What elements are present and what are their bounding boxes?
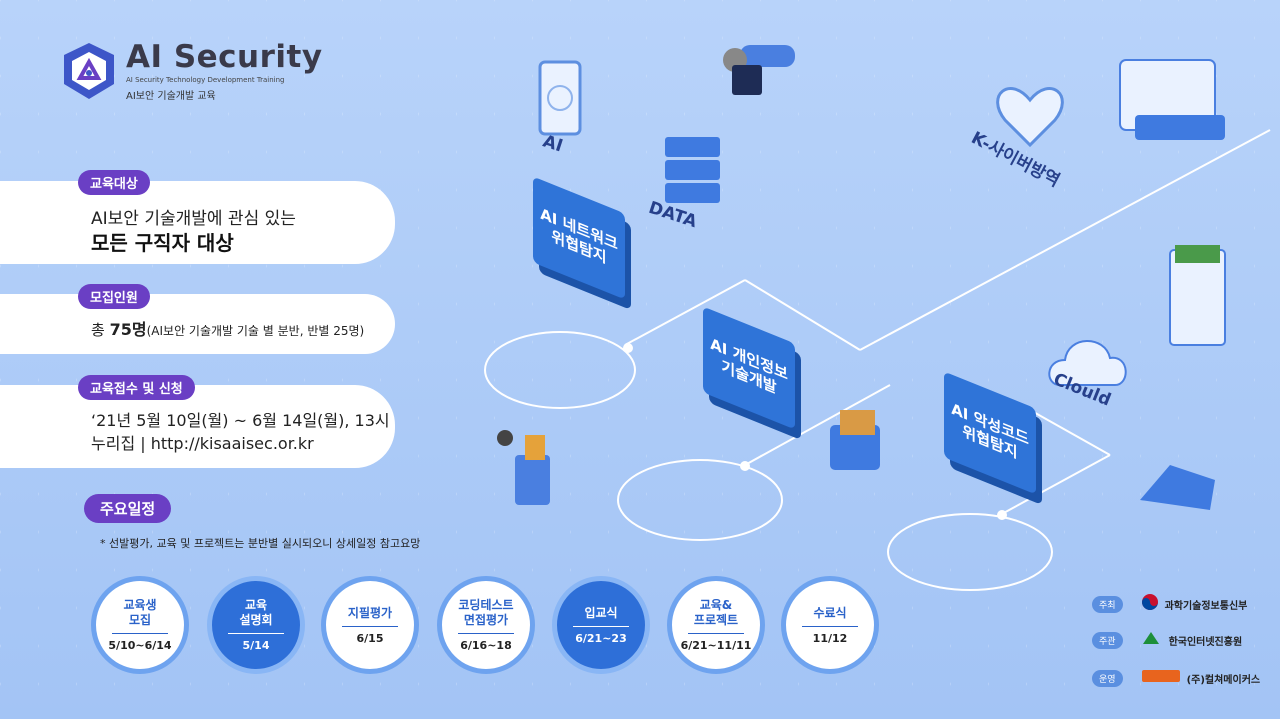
taeguk-logo-icon <box>1141 593 1159 615</box>
apply-line1: ‘21년 5월 10일(월) ~ 6월 14일(월), 13시 <box>91 411 390 430</box>
schedule-item: 수료식 11/12 <box>781 576 879 674</box>
schedule-note: * 선발평가, 교육 및 프로젝트는 분반별 실시되오니 상세일정 참고요망 <box>100 537 421 550</box>
delivery-robot-icon <box>830 410 880 470</box>
brain-card-icon <box>538 60 582 136</box>
recruit-box: 총 75명(AI보안 기술개발 기술 별 분반, 반별 25명) <box>0 294 395 354</box>
logo-korean: AI보안 기술개발 교육 <box>126 91 216 102</box>
card-malware-label: AI 악성코드 위협탐지 <box>951 399 1029 463</box>
card-privacy-label: AI 개인정보 기술개발 <box>710 334 788 398</box>
logo: AI Security AI Security Technology Devel… <box>58 40 323 102</box>
recruit-pill: 모집인원 <box>78 284 150 309</box>
cm-logo-icon <box>1141 668 1181 688</box>
sponsor-host-name: 과학기술정보통신부 <box>1164 600 1248 612</box>
schedule-item: 교육 설명회 5/14 <box>207 576 305 674</box>
schedule-item-date: 6/16~18 <box>460 639 512 652</box>
target-line2: 모든 구직자 대상 <box>91 231 234 255</box>
schedule-item-date: 11/12 <box>812 631 848 645</box>
schedule-item-date: 5/10~6/14 <box>108 639 172 652</box>
schedule-item: 교육생 모집 5/10~6/14 <box>91 576 189 674</box>
building-icon <box>1169 245 1226 346</box>
schedule-item-divider <box>458 633 514 634</box>
schedule-item-title: 수료식 <box>813 605 847 620</box>
schedule-pill: 주요일정 <box>84 494 172 523</box>
sponsor-operator-name: (주)컬쳐메이커스 <box>1186 674 1261 686</box>
logo-title: AI Security <box>126 39 323 75</box>
schedule-item: 교육& 프로젝트 6/21~11/11 <box>667 576 765 674</box>
schedule-item: 지필평가 6/15 <box>321 576 419 674</box>
schedule-item-title: 입교식 <box>584 605 618 620</box>
apply-line2: 누리집 | http://kisaaisec.or.kr <box>91 434 314 453</box>
schedule-item-date: 6/15 <box>356 631 384 645</box>
apply-box: ‘21년 5월 10일(월) ~ 6월 14일(월), 13시 누리집 | ht… <box>0 385 395 468</box>
recruit-count: 75명 <box>109 320 147 339</box>
schedule-item-date: 6/21~23 <box>575 631 627 645</box>
schedule-item: 코딩테스트 면접평가 6/16~18 <box>437 576 535 674</box>
schedule-item-title: 교육& 프로젝트 <box>693 598 739 627</box>
apply-pill: 교육접수 및 신청 <box>78 375 195 400</box>
schedule-item-title: 교육생 모집 <box>123 598 157 627</box>
sponsor-organizer-name: 한국인터넷진흥원 <box>1168 636 1243 648</box>
schedule-item: 입교식 6/21~23 <box>552 576 650 674</box>
target-box: AI보안 기술개발에 관심 있는 모든 구직자 대상 <box>0 181 395 264</box>
sponsor-operator-tag: 운영 <box>1092 669 1123 687</box>
schedule-item-date: 6/21~11/11 <box>680 639 752 652</box>
schedule-item-divider <box>573 625 629 627</box>
schedule-item-title: 코딩테스트 면접평가 <box>458 598 514 627</box>
schedule-item-title: 교육 설명회 <box>239 598 273 627</box>
camera-icon <box>723 45 795 95</box>
recruit-line: 총 75명(AI보안 기술개발 기술 별 분반, 반별 25명) <box>91 316 364 340</box>
sponsor-organizer-tag: 주관 <box>1092 631 1123 649</box>
server-icon <box>665 137 720 203</box>
heart-icon <box>996 87 1064 148</box>
laptop-icon <box>1119 59 1225 140</box>
schedule-item-divider <box>342 625 398 627</box>
schedule-item-divider <box>802 625 858 627</box>
illustration-lines <box>484 45 1271 591</box>
sponsor-host: 주최 과학기술정보통신부 <box>1092 593 1247 615</box>
recruit-prefix: 총 <box>91 321 105 339</box>
sponsor-operator: 운영 (주)컬쳐메이커스 <box>1092 668 1260 688</box>
target-line1: AI보안 기술개발에 관심 있는 <box>91 209 296 229</box>
robot-arm-icon <box>497 430 550 505</box>
kisa-logo-icon <box>1141 630 1163 650</box>
logo-subtitle: AI Security Technology Development Train… <box>126 76 285 84</box>
recruit-detail: (AI보안 기술개발 기술 별 분반, 반별 25명) <box>146 324 365 338</box>
card-network-label: AI 네트워크 위협탐지 <box>540 204 618 268</box>
shield-logo-icon <box>64 43 114 99</box>
schedule-item-divider <box>228 633 284 634</box>
schedule-item-divider <box>112 633 168 634</box>
schedule-item-divider <box>688 633 744 634</box>
schedule-item-date: 5/14 <box>242 639 270 652</box>
sponsor-host-tag: 주최 <box>1092 595 1123 613</box>
car-icon <box>1140 465 1215 510</box>
sponsor-organizer: 주관 한국인터넷진흥원 <box>1092 630 1242 650</box>
cloud-icon <box>1048 340 1127 386</box>
target-pill: 교육대상 <box>78 170 150 195</box>
schedule-item-title: 지필평가 <box>347 605 393 620</box>
